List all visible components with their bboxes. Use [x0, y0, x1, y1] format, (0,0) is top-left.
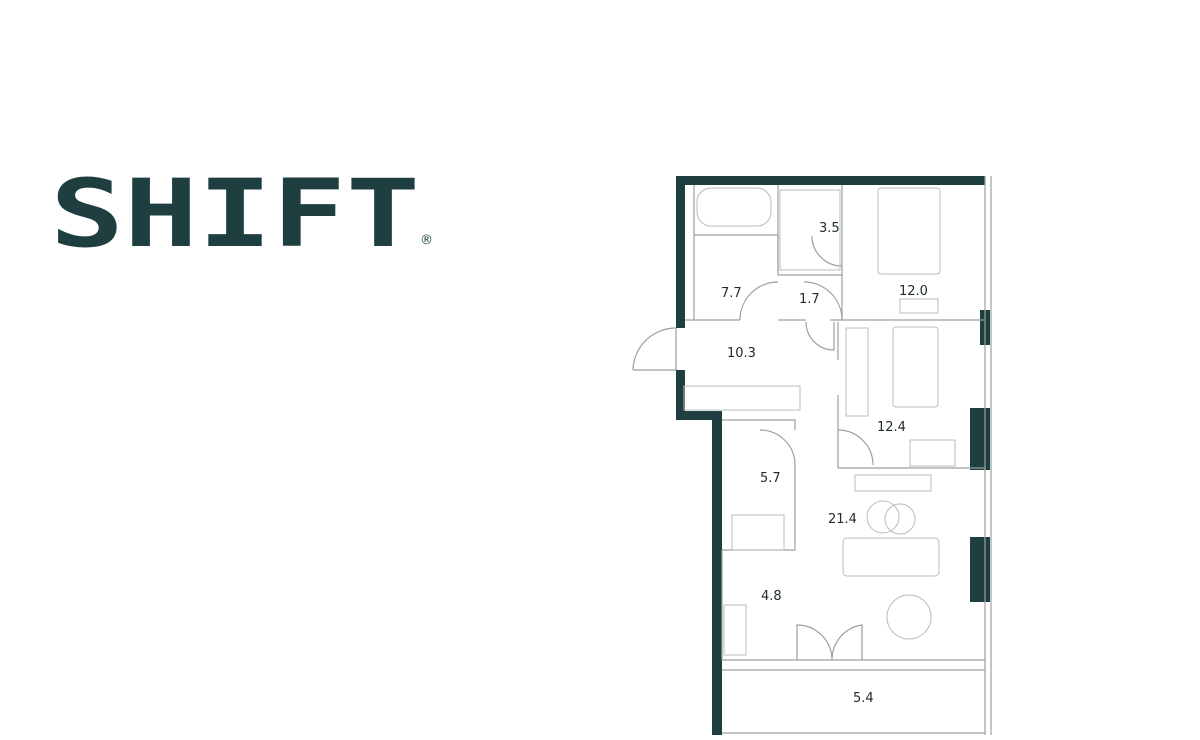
interior-walls [633, 185, 985, 734]
room-area-entrance-hall: 10.3 [727, 346, 756, 361]
room-area-bedroom-1: 12.0 [899, 284, 928, 299]
room-area-wc: 5.7 [760, 471, 781, 486]
room-area-hall-small: 1.7 [799, 292, 820, 307]
room-area-kitchen: 4.8 [761, 589, 782, 604]
trademark-symbol: ® [420, 233, 433, 248]
brand-name: SHIFT [50, 160, 420, 260]
room-area-living-room: 21.4 [828, 512, 857, 527]
outer-walls [676, 176, 992, 735]
door-swings [632, 235, 874, 661]
room-area-bedroom-2: 12.4 [877, 420, 906, 435]
shift-logo: SHIFT ® [50, 160, 433, 260]
room-area-labels: 7.7 1.7 3.5 12.0 10.3 12.4 5.7 21.4 4.8 … [721, 221, 928, 706]
room-area-balcony: 5.4 [853, 691, 874, 706]
furniture [683, 187, 956, 656]
room-area-bathroom: 7.7 [721, 286, 742, 301]
room-area-wardrobe: 3.5 [819, 221, 840, 236]
